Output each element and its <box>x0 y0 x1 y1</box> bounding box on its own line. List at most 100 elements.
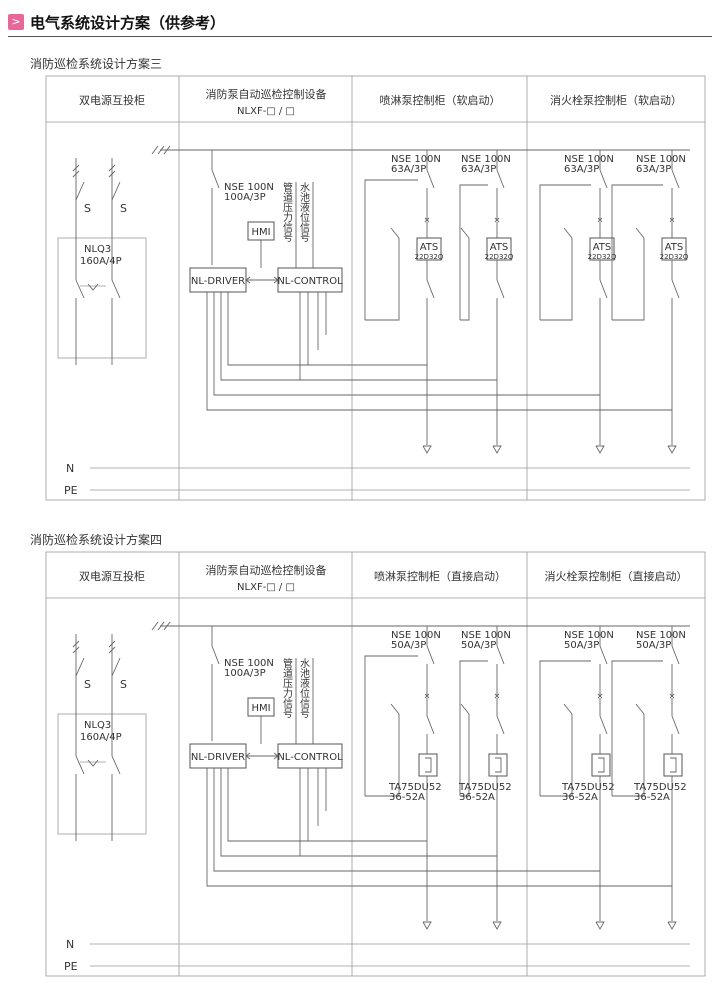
dual-power-box <box>57 713 147 835</box>
isolator-switch <box>111 657 121 677</box>
control-column-header: 消防泵自动巡检控制设备 <box>206 87 327 101</box>
soft-starter-box <box>416 237 442 261</box>
branch-contactor <box>496 715 505 735</box>
load-arrow <box>595 445 605 454</box>
load-arrow <box>595 921 605 930</box>
branch-breaker-rating: 50A/3P <box>461 640 496 651</box>
branch-breaker <box>671 645 680 665</box>
bypass-contact <box>390 227 400 239</box>
isolator-switch <box>111 181 121 201</box>
bypass-line <box>612 238 645 321</box>
feeder-tick <box>72 164 80 172</box>
starter-model: 22D32Q <box>660 253 689 261</box>
isolator-switch <box>75 657 85 677</box>
bypass-line <box>612 714 645 797</box>
relay-range: 36-52A <box>389 792 425 803</box>
bypass-line <box>539 184 591 320</box>
bypass-line <box>364 655 418 796</box>
control-label: NL-CONTROL <box>277 752 343 763</box>
scheme3-title: 消防巡检系统设计方案三 <box>30 57 163 71</box>
branch-breaker <box>599 169 608 189</box>
isolator-label-1: S <box>84 202 91 215</box>
control-column-header: 消防泵自动巡检控制设备 <box>206 563 327 577</box>
x-mark <box>669 693 675 699</box>
load-arrow <box>667 445 677 454</box>
overload-relay-box <box>488 753 508 777</box>
driver-label: NL-DRIVER <box>191 752 245 763</box>
transfer-contact <box>111 755 121 775</box>
header-divider <box>8 36 712 37</box>
control-breaker-rating: 100A/3P <box>224 668 266 679</box>
bypass-line <box>540 714 573 797</box>
branch-breaker-model: NSE 100N <box>461 630 511 641</box>
transfer-contact <box>75 755 85 775</box>
branch-breaker-rating: 50A/3P <box>391 640 426 651</box>
bypass-line <box>459 660 488 796</box>
relay-model: TA75DU52 <box>561 782 615 793</box>
control-breaker-model: NSE 100N <box>224 182 274 193</box>
starter-label: ATS <box>593 242 612 253</box>
pe-bus-label: PE <box>64 960 78 973</box>
page-header: > 电气系统设计方案（供参考） <box>8 10 225 34</box>
bypass-contact <box>563 227 573 239</box>
branch-breaker-model: NSE 100N <box>564 154 614 165</box>
control-breaker-model: NSE 100N <box>224 658 274 669</box>
branch-breaker-model: NSE 100N <box>564 630 614 641</box>
starter-model: 22D32Q <box>415 253 444 261</box>
branch-breaker-model: NSE 100N <box>391 154 441 165</box>
relay-model: TA75DU52 <box>633 782 687 793</box>
level-signal-label: 水池液位信号 <box>298 182 310 243</box>
control-breaker <box>211 169 220 189</box>
spray-column-header: 喷淋泵控制柜（直接启动） <box>374 569 506 583</box>
x-mark <box>494 217 500 223</box>
branch-contactor <box>671 715 680 735</box>
bypass-line <box>364 179 418 320</box>
bus-tick <box>151 621 159 631</box>
bypass-contact <box>635 703 645 715</box>
n-bus-label: N <box>66 938 74 951</box>
level-signal-label: 水池液位信号 <box>298 658 310 719</box>
feeder-tick <box>108 170 116 178</box>
branch-breaker-rating: 63A/3P <box>391 164 426 175</box>
feeder-tick <box>108 164 116 172</box>
branch-breaker <box>496 645 505 665</box>
link-arrow <box>245 276 251 284</box>
control-model-label: NLXF-□ / □ <box>237 582 295 593</box>
driver-output-line <box>213 768 600 872</box>
starter-label: ATS <box>420 242 439 253</box>
load-arrow <box>422 921 432 930</box>
soft-starter-box <box>486 237 512 261</box>
x-mark <box>424 693 430 699</box>
bus-tick <box>163 621 171 631</box>
page-title: 电气系统设计方案（供参考） <box>30 13 226 32</box>
relay-model: TA75DU52 <box>388 782 442 793</box>
bypass-contact <box>390 703 400 715</box>
branch-breaker-rating: 50A/3P <box>564 640 599 651</box>
feeder-tick <box>72 640 80 648</box>
bus-tick <box>157 145 165 155</box>
pressure-signal-label: 管道压力信号 <box>281 657 293 719</box>
interlock-symbol <box>87 759 99 767</box>
bypass-contact <box>635 227 645 239</box>
driver-output-line <box>227 768 427 842</box>
branch-breaker-model: NSE 100N <box>391 630 441 641</box>
driver-output-line <box>227 292 427 366</box>
overload-relay-box <box>663 753 683 777</box>
pe-bus-label: PE <box>64 484 78 497</box>
branch-breaker <box>426 645 435 665</box>
feeder-tick <box>108 640 116 648</box>
load-arrow <box>492 445 502 454</box>
driver-label: NL-DRIVER <box>191 276 245 287</box>
overload-relay-box <box>418 753 438 777</box>
bypass-line <box>611 660 663 796</box>
relay-symbol <box>425 757 432 773</box>
bypass-contact <box>460 703 470 715</box>
isolator-label-2: S <box>120 202 127 215</box>
relay-range: 36-52A <box>562 792 598 803</box>
branch-breaker-model: NSE 100N <box>461 154 511 165</box>
soft-starter-box <box>661 237 687 261</box>
branch-breaker-rating: 50A/3P <box>636 640 671 651</box>
starter-model: 22D32Q <box>485 253 514 261</box>
bus-tick <box>157 621 165 631</box>
